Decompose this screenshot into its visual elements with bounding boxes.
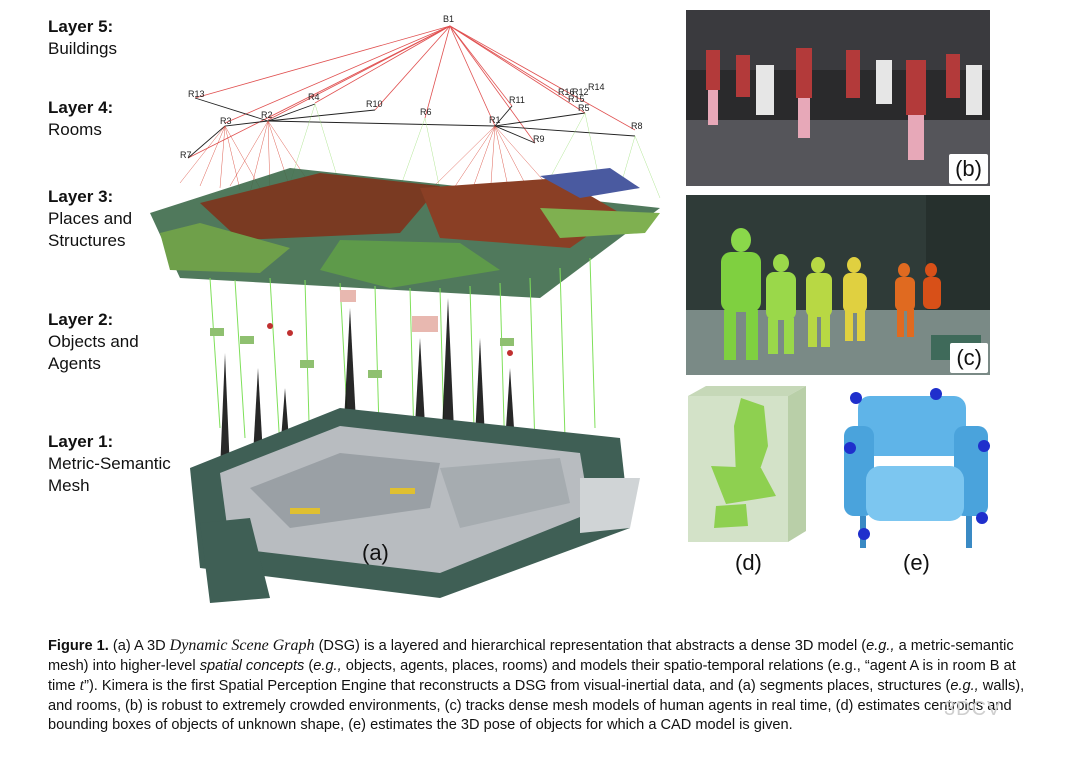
node-r11: R11 — [509, 95, 525, 105]
layer-4-label: Layer 4: Rooms — [48, 98, 114, 139]
places-structures-layer — [150, 168, 660, 298]
chair-mesh — [711, 398, 776, 528]
node-r4: R4 — [308, 92, 320, 102]
mesh-agent-6 — [923, 263, 941, 309]
panel-b-label: (b) — [949, 154, 988, 184]
panel-a-label: (a) — [362, 540, 389, 565]
mesh-agent-5 — [895, 263, 915, 337]
layer-1-label: Layer 1: Metric-Semantic Mesh — [48, 432, 171, 495]
node-r16: R16 — [558, 87, 575, 97]
figure-caption: Figure 1. (a) A 3D Dynamic Scene Graph (… — [48, 637, 1025, 734]
layer-2-label: Layer 2: Objects and Agents — [48, 310, 139, 373]
panel-c-human-meshes: (c) — [686, 195, 990, 375]
building-edges — [187, 25, 636, 159]
node-r15: R15 — [568, 94, 585, 104]
panel-d-label: (d) — [735, 550, 762, 575]
watermark: 3DCV — [944, 698, 1002, 720]
mesh-agent-2 — [766, 254, 796, 354]
node-r8: R8 — [631, 121, 643, 131]
room-edges — [187, 97, 636, 159]
node-r13: R13 — [188, 89, 205, 99]
node-r3: R3 — [220, 116, 232, 126]
graph-node-labels: B1 R13 R3 R2 R4 R10 R6 R1 R11 R16 R12 R1… — [180, 14, 643, 160]
caption-dsg-term: Dynamic Scene Graph — [169, 637, 315, 654]
panel-d-bounding-box — [686, 386, 806, 544]
objects-agents-layer — [210, 290, 514, 378]
node-r9: R9 — [533, 134, 545, 144]
layer-5-label: Layer 5: Buildings — [48, 17, 117, 58]
node-r7: R7 — [180, 150, 192, 160]
caption-title: Figure 1. — [48, 638, 109, 654]
caption-spatial-concepts: spatial concepts — [199, 657, 305, 674]
layer-3-label: Layer 3: Places and Structures — [48, 187, 133, 250]
armchair-model — [844, 388, 990, 548]
node-b1: B1 — [443, 14, 454, 24]
panel-e-cad-pose — [836, 386, 996, 556]
node-r5: R5 — [578, 103, 590, 113]
mesh-agent-3 — [806, 257, 832, 347]
node-r2: R2 — [261, 110, 273, 120]
metric-semantic-mesh — [190, 408, 640, 603]
node-r1: R1 — [489, 115, 501, 125]
keypoints — [844, 388, 990, 540]
node-r6: R6 — [420, 107, 432, 117]
panel-c-label: (c) — [950, 343, 988, 373]
human-mesh-scene — [686, 195, 990, 375]
panel-b-crowd: (b) — [686, 10, 990, 186]
scene-graph-figure: B1 R13 R3 R2 R4 R10 R6 R1 R11 R16 R12 R1… — [150, 14, 661, 603]
crowd-scene — [686, 10, 990, 186]
mesh-agent-1 — [721, 228, 761, 360]
mesh-agent-4 — [843, 257, 867, 341]
node-r10: R10 — [366, 99, 383, 109]
panel-e-label: (e) — [903, 550, 930, 575]
node-r14: R14 — [588, 82, 605, 92]
object-bounding-box — [688, 386, 806, 542]
node-r12: R12 — [572, 87, 589, 97]
